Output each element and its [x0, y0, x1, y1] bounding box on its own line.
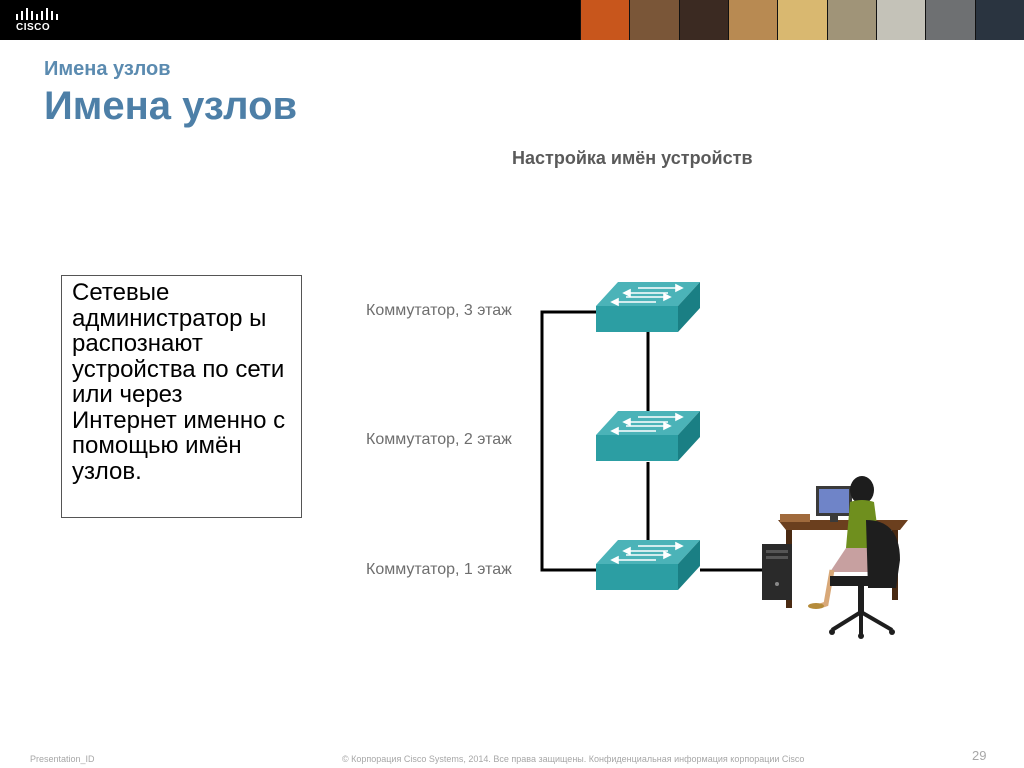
- footer-presentation-id: Presentation_ID: [30, 754, 95, 764]
- section-title: Имена узлов: [44, 58, 171, 80]
- cable-left-loop: [540, 310, 598, 572]
- page-title: Имена узлов: [44, 84, 298, 128]
- switch-icon: [596, 411, 700, 461]
- body-text-box: Сетевые администратор ы распознают устро…: [61, 275, 302, 518]
- header-photo: [727, 0, 778, 40]
- header-photo: [629, 0, 679, 40]
- workstation-user-icon: [762, 476, 908, 639]
- header-photo: [678, 0, 728, 40]
- cisco-logo-icon: [16, 8, 58, 20]
- header-photo: [974, 0, 1024, 40]
- switch-label-floor-2: Коммутатор, 2 этаж: [366, 431, 512, 448]
- header-photo: [826, 0, 876, 40]
- switch-label-floor-1: Коммутатор, 1 этаж: [366, 561, 512, 578]
- header-photo: [925, 0, 975, 40]
- switch-icon: [596, 282, 700, 332]
- page-number: 29: [972, 748, 987, 763]
- header-photo: [580, 0, 630, 40]
- header-photo: [875, 0, 926, 40]
- photo-strip: [580, 0, 1024, 40]
- cable-lines: [540, 310, 762, 572]
- header-photo: [777, 0, 827, 40]
- header-bar: CISCO: [0, 0, 1024, 40]
- switch-icon: [596, 540, 700, 590]
- diagram-title: Настройка имён устройств: [512, 148, 753, 168]
- footer-copyright: © Корпорация Cisco Systems, 2014. Все пр…: [342, 754, 805, 764]
- switch-label-floor-3: Коммутатор, 3 этаж: [366, 302, 512, 319]
- cisco-logo-text: CISCO: [16, 22, 51, 33]
